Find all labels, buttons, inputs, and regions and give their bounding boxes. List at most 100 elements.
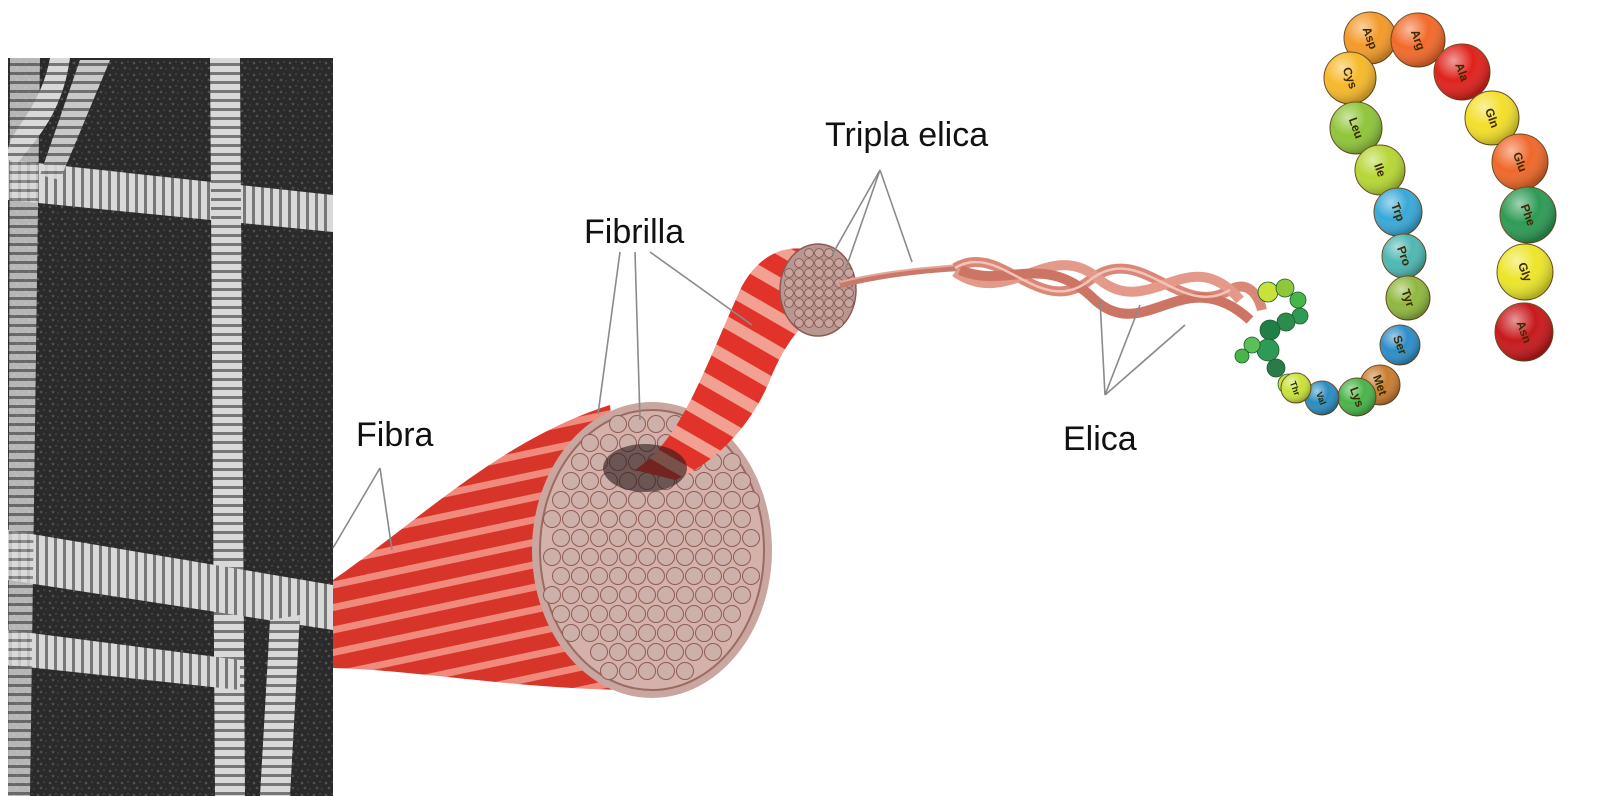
fibril-cross-section — [715, 549, 732, 566]
triple-helix-cross-section — [835, 309, 844, 318]
fibril-cross-section — [553, 492, 570, 509]
amino-acid-tyr: Tyr — [1386, 276, 1430, 320]
fibril-cross-section — [677, 511, 694, 528]
triple-helix-cross-section — [815, 269, 824, 278]
fibril-cross-section — [553, 568, 570, 585]
fibril-cross-section — [601, 435, 618, 452]
fibril-cross-section — [620, 511, 637, 528]
fibril-cross-section — [601, 663, 618, 680]
triple-helix-cross-section — [785, 299, 794, 308]
fibril-cross-section — [639, 511, 656, 528]
fibril-cross-section — [639, 549, 656, 566]
amino-acid-glu: Glu — [1492, 134, 1548, 190]
triple-helix-strand — [840, 265, 960, 285]
fibril-cross-section — [591, 644, 608, 661]
fibril-cross-section — [696, 549, 713, 566]
triple-helix-cross-section — [805, 309, 814, 318]
fibril-cross-section — [563, 473, 580, 490]
fibril-cross-section — [715, 625, 732, 642]
amino-acid-ala: Ala — [1434, 44, 1490, 100]
triple-helix-cross-section — [835, 269, 844, 278]
coil-residue — [1258, 282, 1278, 302]
fibril-cross-section — [648, 644, 665, 661]
triple-helix-cross-section — [805, 269, 814, 278]
triple-helix-cross-section — [825, 289, 834, 298]
triple-helix-cross-section — [815, 249, 824, 258]
amino-acid-phe: Phe — [1500, 187, 1556, 243]
fibril-cross-section — [572, 454, 589, 471]
fibril-cross-section — [658, 549, 675, 566]
fibril-cross-section — [610, 530, 627, 547]
triple-helix-cross-section — [805, 259, 814, 268]
fibril-cross-section — [591, 606, 608, 623]
triple-helix-cross-section — [825, 249, 834, 258]
fibril-cross-section — [677, 587, 694, 604]
fibril-cross-section — [724, 530, 741, 547]
fibril-cross-section — [591, 568, 608, 585]
fibril-cross-section — [724, 492, 741, 509]
coil-residue — [1260, 320, 1280, 340]
fibril-cross-section — [743, 492, 760, 509]
fibril-cross-section — [553, 606, 570, 623]
fibril-cross-section — [601, 587, 618, 604]
fibril-cross-section — [658, 663, 675, 680]
fibril-cross-section — [601, 511, 618, 528]
amino-acid-pro: Pro — [1382, 234, 1426, 278]
triple-helix-cross-section — [805, 279, 814, 288]
fibril-cross-section — [705, 568, 722, 585]
fibril-cross-section — [667, 492, 684, 509]
fibril-cross-section — [629, 492, 646, 509]
fibril-cross-section — [610, 568, 627, 585]
fibril-cross-section — [582, 625, 599, 642]
fibril-cross-section — [572, 530, 589, 547]
fibril-cross-section — [572, 492, 589, 509]
triple-helix-cross-section — [795, 299, 804, 308]
fibril-cross-section — [743, 568, 760, 585]
fibril-cross-section — [553, 530, 570, 547]
fibril-cross-section — [629, 568, 646, 585]
fibril-cross-section — [677, 625, 694, 642]
triple-helix-cross-section — [835, 319, 844, 328]
fibril-cross-section — [629, 416, 646, 433]
triple-helix-cross-section — [825, 269, 834, 278]
fibril-cross-section — [734, 587, 751, 604]
triple-helix-cross-section — [845, 269, 854, 278]
fibril-cross-section — [705, 606, 722, 623]
fibril-cross-section — [677, 549, 694, 566]
fibril-cross-section — [734, 511, 751, 528]
triple-helix-cross-section — [825, 299, 834, 308]
fibril-cross-section — [544, 511, 561, 528]
triple-helix-cross-section — [785, 269, 794, 278]
fibril-cross-section — [667, 606, 684, 623]
fibril-cross-section — [658, 587, 675, 604]
fibril-cross-section — [724, 568, 741, 585]
label-tripla-elica: Tripla elica — [825, 116, 988, 154]
fibril-cross-section — [563, 549, 580, 566]
triple-helix-cross-section — [805, 299, 814, 308]
triple-helix-cross-section — [815, 259, 824, 268]
fibril-cross-section — [620, 549, 637, 566]
fibril-cross-section — [734, 549, 751, 566]
fibril-cross-section — [620, 625, 637, 642]
triple-helix-cross-section — [815, 289, 824, 298]
fibril-cross-section — [715, 511, 732, 528]
triple-helix-cross-section — [845, 289, 854, 298]
triple-helix-cross-section — [805, 249, 814, 258]
triple-helix-cross-section — [845, 299, 854, 308]
fibril-cross-section — [648, 530, 665, 547]
fibril-cross-section — [686, 530, 703, 547]
triple-helix-cross-section — [825, 319, 834, 328]
fibril-cross-section — [705, 530, 722, 547]
fibril-cross-section — [591, 530, 608, 547]
triple-helix-cross-section — [795, 319, 804, 328]
triple-helix-cross-section — [805, 319, 814, 328]
triple-helix-cross-section — [815, 299, 824, 308]
fibril-cross-section — [715, 587, 732, 604]
fibril-cross-section — [667, 530, 684, 547]
fibril-cross-section — [601, 625, 618, 642]
triple-helix-cross-section — [825, 259, 834, 268]
fibril-cross-section — [667, 644, 684, 661]
amino-acid-lys: Lys — [1338, 378, 1376, 416]
